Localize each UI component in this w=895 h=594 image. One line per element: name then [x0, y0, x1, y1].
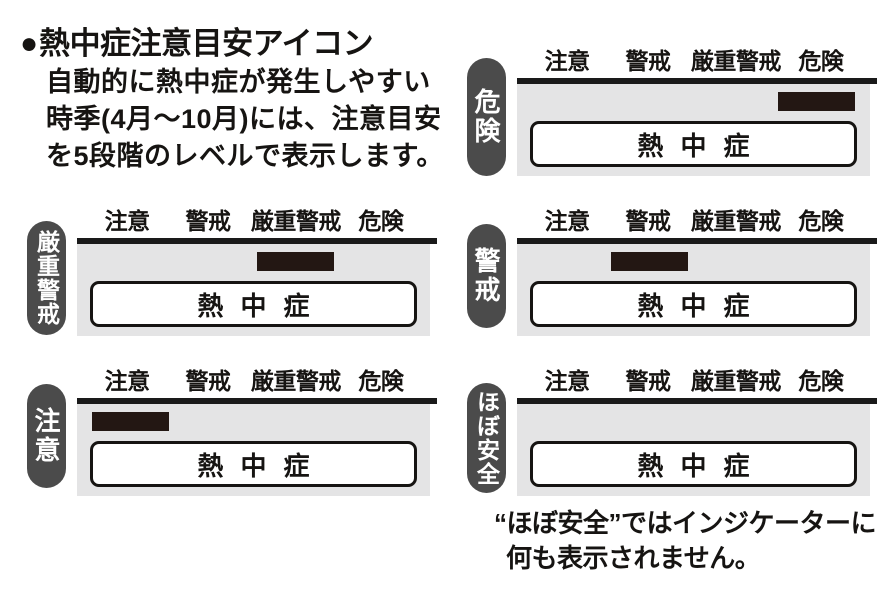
- indicator-body: 熱中症: [517, 244, 870, 336]
- scale-label-caution: 注意: [544, 48, 591, 74]
- intro-line-1: 自動的に熱中症が発生しやすい: [46, 67, 431, 97]
- scale-label-warning: 警戒: [625, 208, 671, 234]
- heatstroke-label: 熱中症: [637, 450, 767, 481]
- scale-rule: [517, 238, 877, 244]
- intro-line-3: を5段階のレベルで表示します。: [46, 141, 444, 171]
- level-bar-caution: [91, 412, 169, 431]
- scale-rule: [517, 398, 877, 404]
- level-panel-almost-safe: ほぼ安全 注意 警戒 厳重警戒 危険 熱中症: [467, 365, 877, 515]
- scale-label-severe-warning: 厳重警戒: [690, 48, 782, 74]
- scale-label-warning: 警戒: [625, 48, 671, 74]
- scale-row: 注意 警戒 厳重警戒 危険: [517, 45, 870, 78]
- scale-label-caution: 注意: [544, 208, 591, 234]
- heatstroke-box: 熱中症: [90, 441, 417, 487]
- scale-row: 注意 警戒 厳重警戒 危険: [517, 365, 870, 398]
- scale-label-caution: 注意: [544, 368, 591, 394]
- footnote-line-2: 何も表示されません。: [506, 543, 761, 573]
- indicator-warning: 注意 警戒 厳重警戒 危険 熱中症: [517, 205, 877, 336]
- scale-row: 注意 警戒 厳重警戒 危険: [517, 205, 870, 238]
- indicator-body: 熱中症: [77, 244, 430, 336]
- indicator-severe-warning: 注意 警戒 厳重警戒 危険 熱中症: [77, 205, 437, 336]
- scale-label-danger: 危険: [798, 48, 844, 74]
- scale-label-severe-warning: 厳重警戒: [250, 208, 342, 234]
- level-pill-warning: 警戒: [467, 224, 506, 328]
- level-panel-warning: 警戒 注意 警戒 厳重警戒 危険 熱中症: [467, 205, 877, 355]
- scale-label-warning: 警戒: [185, 368, 231, 394]
- level-bar-warning: [610, 252, 688, 271]
- scale-label-warning: 警戒: [625, 368, 671, 394]
- scale-rule: [77, 238, 437, 244]
- scale-label-warning: 警戒: [185, 208, 231, 234]
- scale-rule: [77, 398, 437, 404]
- bullet-icon: ●: [20, 26, 39, 60]
- level-panel-caution: 注意 注意 警戒 厳重警戒 危険 熱中症: [27, 365, 437, 515]
- level-pill-danger: 危険: [467, 58, 506, 176]
- heatstroke-box: 熱中症: [90, 281, 417, 327]
- heatstroke-label: 熱中症: [197, 290, 327, 321]
- scale-label-danger: 危険: [798, 368, 844, 394]
- indicator-danger: 注意 警戒 厳重警戒 危険 熱中症: [517, 45, 877, 176]
- footnote: “ほぼ安全”ではインジケーターに 何も表示されません。: [494, 506, 877, 576]
- heatstroke-box: 熱中症: [530, 281, 857, 327]
- scale-row: 注意 警戒 厳重警戒 危険: [77, 205, 430, 238]
- level-bar-severe-warning: [257, 252, 334, 271]
- intro-line-2: 時季(4月〜10月)には、注意目安: [46, 104, 442, 134]
- indicator-almost-safe: 注意 警戒 厳重警戒 危険 熱中症: [517, 365, 877, 496]
- level-bar-danger: [777, 92, 855, 111]
- scale-label-danger: 危険: [358, 368, 404, 394]
- scale-label-caution: 注意: [104, 368, 151, 394]
- level-panel-severe-warning: 厳重警戒 注意 警戒 厳重警戒 危険 熱中症: [27, 205, 437, 355]
- level-pill-almost-safe: ほぼ安全: [467, 383, 506, 493]
- intro-text: 自動的に熱中症が発生しやすい 時季(4月〜10月)には、注意目安 を5段階のレベ…: [46, 64, 444, 175]
- scale-label-severe-warning: 厳重警戒: [250, 368, 342, 394]
- heatstroke-label: 熱中症: [637, 290, 767, 321]
- scale-label-caution: 注意: [104, 208, 151, 234]
- indicator-body: 熱中症: [517, 84, 870, 176]
- heatstroke-label: 熱中症: [197, 450, 327, 481]
- page-title-text: 熱中症注意目安アイコン: [39, 26, 374, 61]
- footnote-line-1: “ほぼ安全”ではインジケーターに: [494, 508, 877, 538]
- indicator-body-empty: 熱中症: [517, 404, 870, 496]
- indicator-body: 熱中症: [77, 404, 430, 496]
- scale-rule: [517, 78, 877, 84]
- scale-row: 注意 警戒 厳重警戒 危険: [77, 365, 430, 398]
- scale-label-danger: 危険: [798, 208, 844, 234]
- heatstroke-box: 熱中症: [530, 441, 857, 487]
- level-panel-danger: 危険 注意 警戒 厳重警戒 危険 熱中症: [467, 45, 877, 195]
- indicator-caution: 注意 警戒 厳重警戒 危険 熱中症: [77, 365, 437, 496]
- heatstroke-label: 熱中症: [637, 130, 767, 161]
- page-title: ● 熱中症注意目安アイコン: [20, 26, 374, 62]
- heatstroke-box: 熱中症: [530, 121, 857, 167]
- scale-label-severe-warning: 厳重警戒: [690, 368, 782, 394]
- level-pill-caution: 注意: [27, 384, 66, 488]
- level-pill-severe-warning: 厳重警戒: [27, 221, 66, 335]
- scale-label-danger: 危険: [358, 208, 404, 234]
- scale-label-severe-warning: 厳重警戒: [690, 208, 782, 234]
